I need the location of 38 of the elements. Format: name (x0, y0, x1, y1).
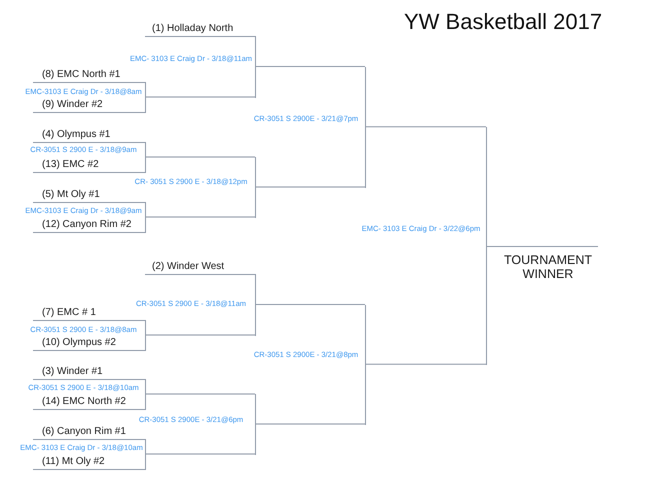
bracket-line (255, 394, 256, 455)
bracket-line (145, 439, 146, 470)
team-slot: (8) EMC North #1 (33, 68, 145, 83)
bracket-line (145, 82, 146, 113)
bracket-line (145, 142, 146, 173)
bracket-line (145, 202, 146, 233)
bracket-line (365, 66, 366, 188)
bracket-line (255, 36, 256, 98)
bracket-connector (146, 156, 256, 158)
winner-slot: TOURNAMENT WINNER (486, 246, 598, 280)
bracket-connector (366, 364, 486, 365)
team-slot: (9) Winder #2 (33, 98, 145, 113)
bracket-line (145, 320, 146, 351)
team-slot: (2) Winder West (145, 260, 255, 275)
bracket-connector (256, 66, 366, 67)
team-slot: (14) EMC North #2 (33, 395, 145, 410)
bracket-connector (146, 216, 256, 218)
bracket-line (486, 126, 487, 366)
team-slot: (3) Winder #1 (33, 365, 145, 380)
bracket-connector (366, 126, 486, 128)
team-slot: (10) Olympus #2 (33, 336, 145, 351)
team-slot: (13) EMC #2 (33, 158, 145, 173)
bracket-line (365, 304, 366, 425)
bracket-line (255, 157, 256, 218)
bracket-line (145, 379, 146, 410)
bracket-connector (146, 96, 256, 98)
bracket-connector (146, 334, 256, 336)
title: YW Basketball 2017 (404, 8, 602, 36)
bracket-line (255, 274, 256, 336)
bracket-connector (256, 186, 366, 188)
team-slot: (11) Mt Oly #2 (33, 455, 145, 470)
team-slot: (7) EMC # 1 (33, 306, 145, 321)
team-slot: (4) Olympus #1 (33, 128, 145, 143)
team-slot: (1) Holladay North (145, 22, 255, 37)
bracket-connector (256, 304, 366, 305)
team-slot: (12) Canyon Rim #2 (33, 218, 145, 233)
team-slot: (6) Canyon Rim #1 (33, 425, 145, 440)
team-slot: (5) Mt Oly #1 (33, 188, 145, 203)
